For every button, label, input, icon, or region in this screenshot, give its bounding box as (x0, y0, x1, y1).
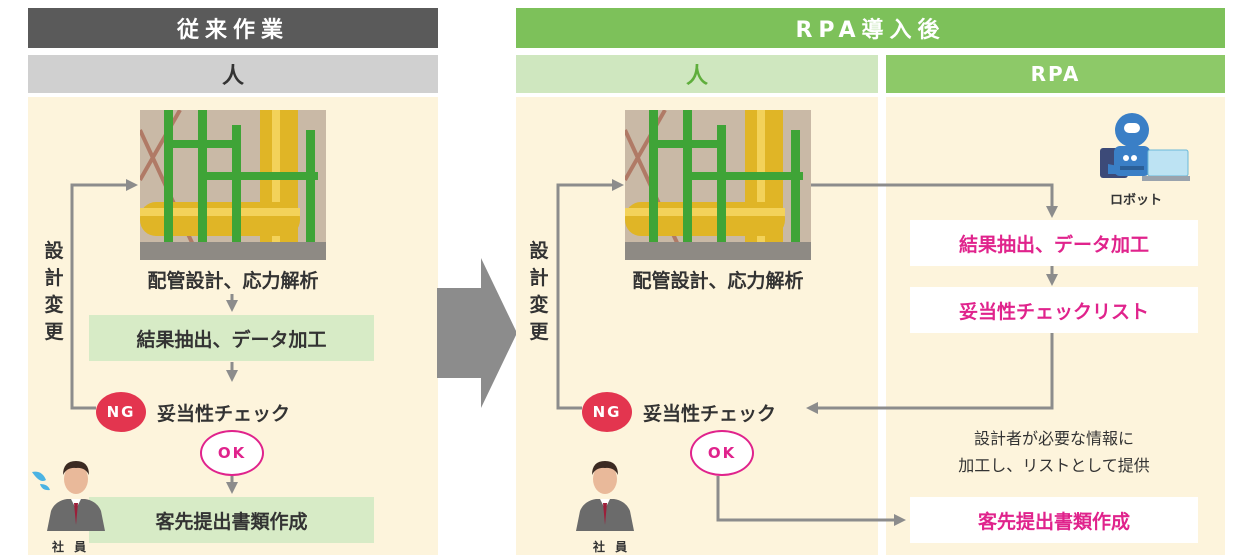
right-person-label: 社 員 (593, 540, 631, 554)
rpa-note: 設計者が必要な情報に 加工し、リストとして提供 (920, 425, 1188, 479)
right-vertical-label: 設計変更 (529, 240, 549, 343)
left-extract-box: 結果抽出、データ加工 (89, 315, 374, 361)
left-subheader: 人 (28, 55, 438, 93)
rpa-extract-box: 結果抽出、データ加工 (910, 220, 1198, 266)
left-ng-badge: NG (96, 392, 146, 432)
right-ok-badge: OK (690, 430, 754, 476)
left-photo-caption: 配管設計、応力解析 (147, 269, 319, 292)
left-check-label: 妥当性チェック (157, 403, 291, 425)
left-ok-badge: OK (200, 430, 264, 476)
big-arrow-right-icon (437, 258, 517, 408)
robot-icon (1096, 108, 1192, 186)
right-sub-rpa: RPA (886, 55, 1225, 93)
left-header: 従来作業 (28, 8, 438, 48)
robot-label: ロボット (1110, 193, 1163, 208)
pipe-plant-photo (140, 110, 326, 260)
rpa-note-line1: 設計者が必要な情報に (973, 429, 1134, 448)
pipe-plant-photo-right (625, 110, 811, 260)
rpa-document-box: 客先提出書類作成 (910, 497, 1198, 543)
left-person-label: 社 員 (52, 540, 90, 554)
left-document-box: 客先提出書類作成 (89, 497, 374, 543)
rpa-checklist-box: 妥当性チェックリスト (910, 287, 1198, 333)
employee-icon-right (574, 455, 636, 531)
right-header: RPA導入後 (516, 8, 1225, 48)
left-vertical-label: 設計変更 (44, 240, 64, 343)
rpa-note-line2: 加工し、リストとして提供 (958, 456, 1150, 475)
right-photo-caption: 配管設計、応力解析 (632, 269, 804, 292)
employee-icon (45, 455, 107, 531)
right-sub-human: 人 (516, 55, 878, 93)
right-ng-badge: NG (582, 392, 632, 432)
right-check-label: 妥当性チェック (643, 403, 777, 425)
sweat-drop-icon (28, 466, 54, 492)
